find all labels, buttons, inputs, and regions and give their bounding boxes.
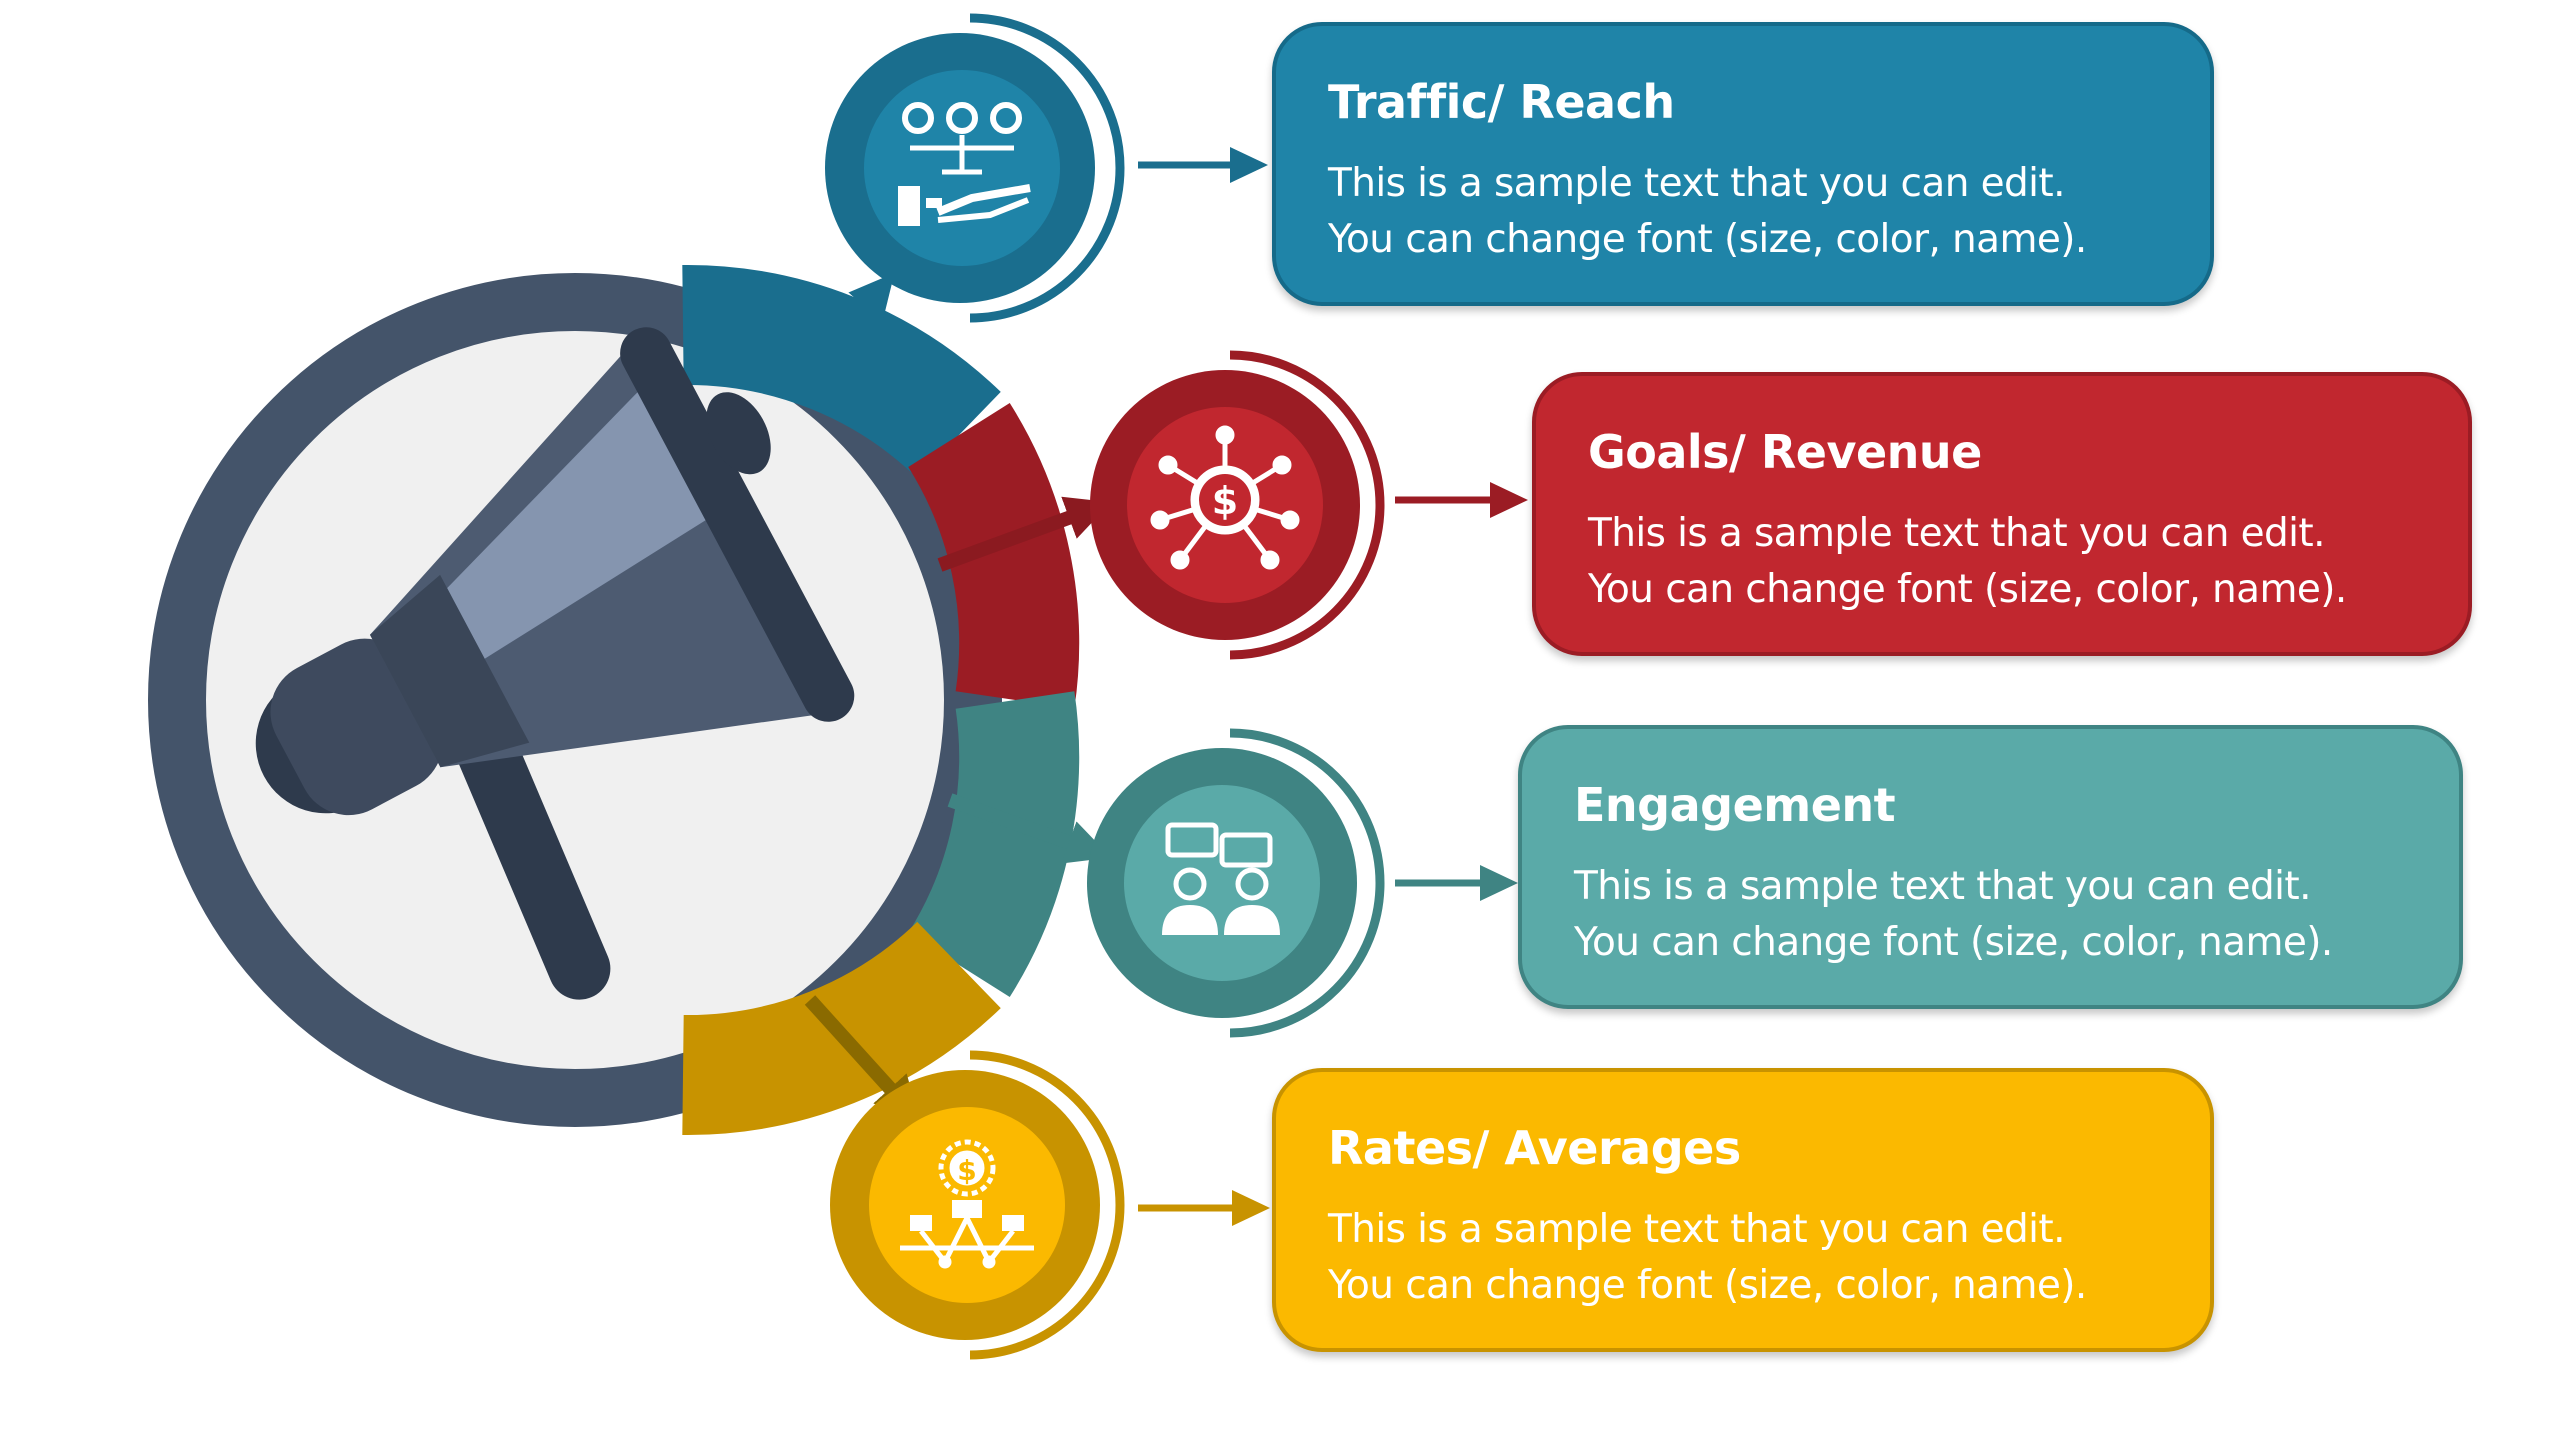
- card-traffic: Traffic/ Reach This is a sample text tha…: [1272, 22, 2214, 306]
- arrow-hub-traffic: [789, 272, 895, 395]
- card-engagement: Engagement This is a sample text that yo…: [1518, 725, 2463, 1009]
- node-engagement-inner: [1124, 785, 1320, 981]
- megaphone-icon: [255, 327, 855, 1000]
- arc-segment-rates: [682, 921, 1001, 1136]
- card-goals-line-1: This is a sample text that you can edit.: [1588, 511, 2325, 556]
- megaphone-handle: [455, 718, 611, 1000]
- megaphone-band: [370, 574, 530, 768]
- svg-text:$: $: [957, 1154, 976, 1187]
- node-goals: $: [1090, 350, 1385, 660]
- megaphone-rim: [620, 327, 855, 722]
- dollar-network-icon: $: [1150, 425, 1300, 570]
- node-traffic: [825, 13, 1125, 323]
- arrow-rates-card-head: [1232, 1190, 1270, 1226]
- arrow-hub-engagement: [947, 793, 1112, 864]
- node-engagement-outer-arc: [1229, 728, 1385, 1038]
- card-rates-title: Rates/ Averages: [1328, 1121, 1741, 1175]
- chat-people-icon: [1162, 822, 1280, 935]
- card-engagement-title: Engagement: [1574, 778, 1896, 832]
- card-engagement-line-2: You can change font (size, color, name).: [1574, 920, 2333, 965]
- arrow-engagement-card-head: [1480, 865, 1518, 901]
- card-traffic-title: Traffic/ Reach: [1328, 75, 1675, 129]
- dollar-hierarchy-icon: $: [900, 1139, 1034, 1269]
- node-goals-outer-arc: [1229, 350, 1385, 660]
- card-goals: Goals/ Revenue This is a sample text tha…: [1532, 372, 2472, 656]
- card-engagement-line-1: This is a sample text that you can edit.: [1574, 864, 2311, 909]
- center-hub: [148, 264, 1080, 1136]
- arc-segment-goals: [907, 403, 1080, 709]
- arrow-goals-card-head: [1490, 482, 1528, 518]
- node-rates-outer-arc: [969, 1050, 1125, 1360]
- arrow-traffic-card-head: [1230, 147, 1268, 183]
- node-traffic-outer-arc: [969, 13, 1125, 323]
- node-rates: $: [830, 1050, 1125, 1360]
- node-engagement: [1087, 728, 1385, 1038]
- arc-segment-engagement: [907, 691, 1080, 997]
- card-rates: Rates/ Averages This is a sample text th…: [1272, 1068, 2214, 1352]
- card-traffic-line-1: This is a sample text that you can edit.: [1328, 161, 2065, 206]
- megaphone-highlight: [447, 377, 723, 659]
- megaphone-knob: [706, 392, 771, 475]
- people-balance-hand-icon: [898, 102, 1031, 226]
- card-rates-line-1: This is a sample text that you can edit.: [1328, 1207, 2065, 1252]
- card-traffic-line-2: You can change font (size, color, name).: [1328, 217, 2087, 262]
- card-goals-line-2: You can change font (size, color, name).: [1588, 567, 2347, 612]
- card-rates-line-2: You can change font (size, color, name).: [1328, 1263, 2087, 1308]
- arrow-hub-rates: [804, 995, 921, 1122]
- svg-text:$: $: [1212, 479, 1238, 523]
- arrow-hub-goals: [937, 496, 1112, 572]
- card-goals-title: Goals/ Revenue: [1588, 425, 1982, 479]
